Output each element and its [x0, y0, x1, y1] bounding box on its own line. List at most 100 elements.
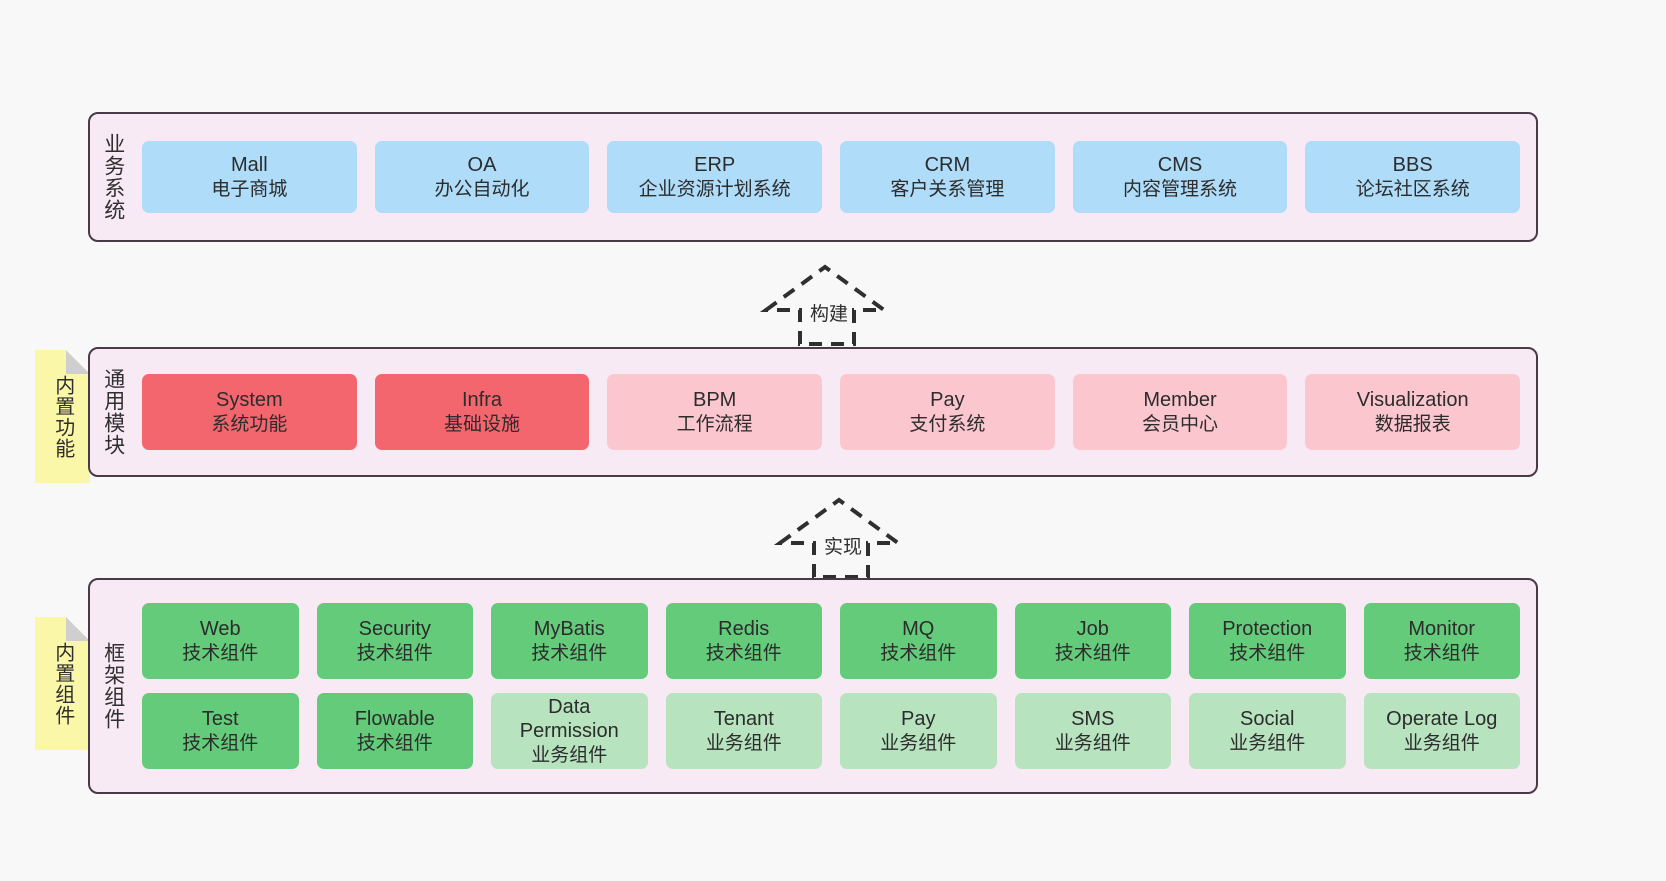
card-desc: 工作流程 — [676, 413, 753, 435]
card-name: Job — [1076, 618, 1109, 641]
card-name: MQ — [902, 618, 935, 641]
card-desc: 技术组件 — [880, 642, 957, 664]
business-card-oa[interactable]: OA 办公自动化 — [374, 141, 590, 213]
card-desc: 电子商城 — [211, 178, 288, 200]
framework-card-flowable[interactable]: Flowable 技术组件 — [316, 693, 473, 769]
card-name: Redis — [718, 618, 770, 641]
card-desc: 技术组件 — [182, 642, 259, 664]
card-name: CMS — [1157, 154, 1203, 177]
card-desc: 业务组件 — [880, 732, 957, 754]
card-name: Member — [1143, 389, 1217, 412]
card-desc: 客户关系管理 — [890, 178, 1005, 200]
common-card-bpm[interactable]: BPM 工作流程 — [607, 374, 823, 450]
card-desc: 数据报表 — [1374, 413, 1451, 435]
card-desc: 业务组件 — [531, 744, 608, 766]
business-systems-band: 业务系统 Mall 电子商城 OA 办公自动化 ERP 企业资源计划系统 CRM… — [88, 112, 1538, 242]
common-card-member[interactable]: Member 会员中心 — [1072, 374, 1288, 450]
card-name: BPM — [693, 389, 737, 412]
framework-components-title: 框架组件 — [101, 642, 125, 730]
business-card-mall[interactable]: Mall 电子商城 — [142, 141, 357, 213]
card-name: Pay — [930, 389, 965, 412]
framework-components-body: Web 技术组件 Security 技术组件 MyBatis 技术组件 Redi… — [136, 580, 1536, 792]
card-desc: 技术组件 — [356, 732, 433, 754]
framework-card-data-permission[interactable]: Data Permission 业务组件 — [491, 693, 648, 769]
card-name: Monitor — [1408, 618, 1476, 641]
framework-card-sms[interactable]: SMS 业务组件 — [1014, 693, 1171, 769]
business-card-crm[interactable]: CRM 客户关系管理 — [840, 141, 1055, 213]
card-name: Tenant — [713, 708, 774, 731]
card-desc: 企业资源计划系统 — [638, 178, 791, 200]
business-card-cms[interactable]: CMS 内容管理系统 — [1072, 141, 1288, 213]
framework-card-web[interactable]: Web 技术组件 — [142, 603, 299, 679]
note-builtin-features: 内置功能 — [35, 350, 90, 483]
framework-card-test[interactable]: Test 技术组件 — [142, 693, 299, 769]
common-card-pay[interactable]: Pay 支付系统 — [840, 374, 1055, 450]
common-modules-title: 通用模块 — [101, 368, 125, 456]
business-systems-row: Mall 电子商城 OA 办公自动化 ERP 企业资源计划系统 CRM 客户关系… — [142, 141, 1521, 213]
note-builtin-components: 内置组件 — [35, 617, 90, 750]
card-name: Visualization — [1356, 389, 1469, 412]
card-name: MyBatis — [533, 618, 605, 641]
card-desc: 支付系统 — [909, 413, 986, 435]
card-desc: 技术组件 — [182, 732, 259, 754]
card-desc: 基础设施 — [444, 413, 521, 435]
card-name: Flowable — [354, 708, 435, 731]
card-desc: 技术组件 — [705, 642, 782, 664]
common-modules-row: System 系统功能 Infra 基础设施 BPM 工作流程 Pay 支付系统… — [142, 374, 1521, 450]
card-desc: 技术组件 — [356, 642, 433, 664]
card-desc: 业务组件 — [1229, 732, 1306, 754]
common-modules-band: 通用模块 System 系统功能 Infra 基础设施 BPM 工作流程 Pay… — [88, 347, 1538, 477]
card-desc: 系统功能 — [211, 413, 288, 435]
framework-card-protection[interactable]: Protection 技术组件 — [1189, 603, 1346, 679]
card-name: Operate Log — [1386, 708, 1498, 731]
card-name: ERP — [694, 154, 736, 177]
card-name: BBS — [1392, 154, 1433, 177]
card-name: Social — [1240, 708, 1295, 731]
common-modules-body: System 系统功能 Infra 基础设施 BPM 工作流程 Pay 支付系统… — [136, 349, 1536, 475]
card-name: System — [215, 389, 283, 412]
framework-card-social[interactable]: Social 业务组件 — [1189, 693, 1346, 769]
framework-tech-row: Web 技术组件 Security 技术组件 MyBatis 技术组件 Redi… — [142, 603, 1520, 679]
generalization-arrow-build: 构建 — [758, 262, 908, 348]
framework-components-band: 框架组件 Web 技术组件 Security 技术组件 MyBatis 技术组件… — [88, 578, 1538, 794]
framework-card-mq[interactable]: MQ 技术组件 — [840, 603, 997, 679]
note-builtin-components-label: 内置组件 — [51, 641, 74, 726]
card-name: Data Permission — [519, 696, 619, 743]
card-desc: 会员中心 — [1142, 413, 1219, 435]
framework-card-job[interactable]: Job 技术组件 — [1014, 603, 1171, 679]
common-card-visualization[interactable]: Visualization 数据报表 — [1305, 374, 1521, 450]
card-desc: 业务组件 — [1403, 732, 1480, 754]
arrow-implement-label: 实现 — [824, 537, 863, 558]
card-name: Mall — [231, 154, 268, 177]
framework-business-row: Test 技术组件 Flowable 技术组件 Data Permission … — [142, 693, 1520, 769]
card-name: Infra — [461, 389, 503, 412]
common-card-infra[interactable]: Infra 基础设施 — [374, 374, 590, 450]
framework-card-tenant[interactable]: Tenant 业务组件 — [665, 693, 822, 769]
generalization-arrow-implement: 实现 — [772, 495, 922, 581]
business-card-bbs[interactable]: BBS 论坛社区系统 — [1305, 141, 1521, 213]
card-desc: 技术组件 — [1054, 642, 1131, 664]
note-builtin-features-label: 内置功能 — [51, 374, 74, 459]
card-name: Security — [358, 618, 431, 641]
framework-card-redis[interactable]: Redis 技术组件 — [665, 603, 822, 679]
framework-card-security[interactable]: Security 技术组件 — [316, 603, 473, 679]
framework-card-mybatis[interactable]: MyBatis 技术组件 — [491, 603, 648, 679]
card-desc: 技术组件 — [531, 642, 608, 664]
card-desc: 办公自动化 — [434, 178, 530, 200]
common-card-system[interactable]: System 系统功能 — [142, 374, 357, 450]
framework-card-monitor[interactable]: Monitor 技术组件 — [1363, 603, 1520, 679]
note-fold-corner — [66, 617, 90, 641]
card-desc: 内容管理系统 — [1123, 178, 1238, 200]
framework-card-pay[interactable]: Pay 业务组件 — [840, 693, 997, 769]
business-systems-body: Mall 电子商城 OA 办公自动化 ERP 企业资源计划系统 CRM 客户关系… — [136, 114, 1536, 240]
note-fold-corner — [66, 350, 90, 374]
card-desc: 技术组件 — [1229, 642, 1306, 664]
framework-card-operate-log[interactable]: Operate Log 业务组件 — [1363, 693, 1520, 769]
arrow-build-label: 构建 — [810, 304, 849, 325]
card-name: OA — [467, 154, 497, 177]
card-desc: 业务组件 — [1054, 732, 1131, 754]
business-systems-title: 业务系统 — [101, 133, 125, 221]
card-name: Pay — [901, 708, 936, 731]
business-card-erp[interactable]: ERP 企业资源计划系统 — [607, 141, 823, 213]
card-name: CRM — [924, 154, 971, 177]
